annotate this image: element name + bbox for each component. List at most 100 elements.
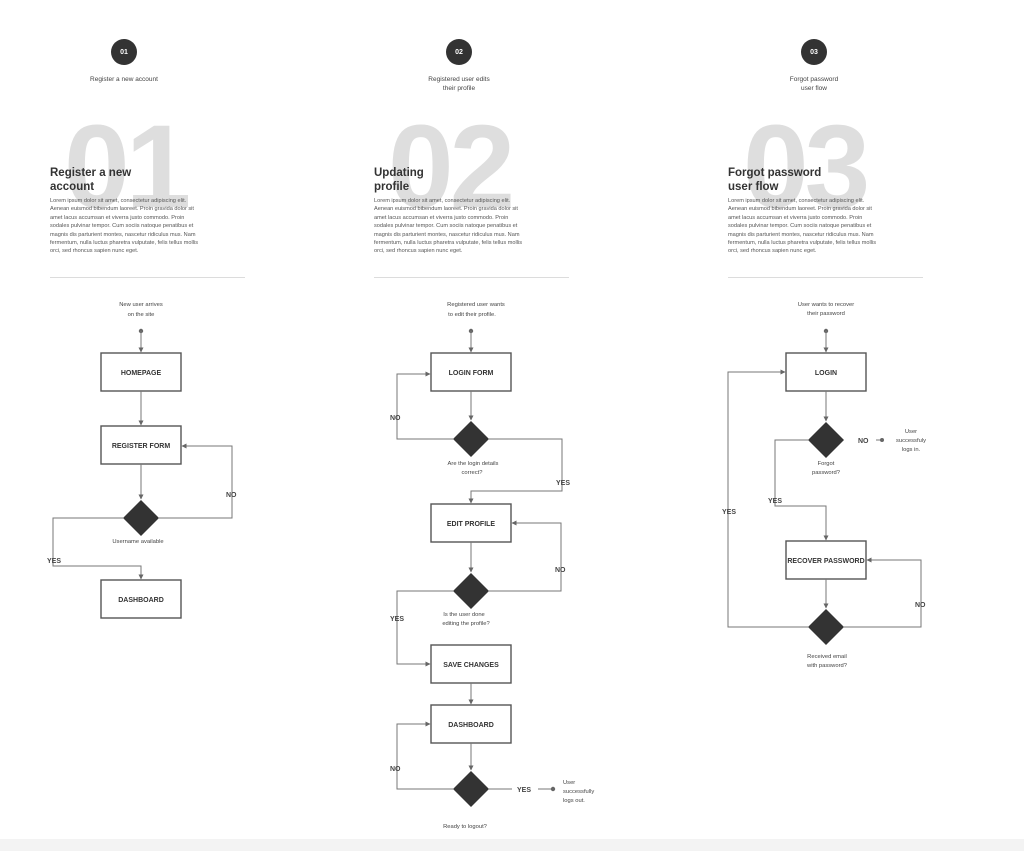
no-branch-line bbox=[396, 371, 453, 440]
big-number-02: 02 bbox=[388, 101, 515, 233]
yes-label: YES bbox=[556, 480, 570, 487]
yes-label: YES bbox=[517, 787, 531, 794]
divider-02 bbox=[374, 277, 569, 278]
no-branch-line bbox=[489, 520, 562, 592]
decision-diamond bbox=[453, 421, 489, 457]
no-label: NO bbox=[555, 567, 566, 574]
flow2-start-label-1: Registered user wants bbox=[447, 302, 505, 308]
no-label: NO bbox=[858, 438, 869, 445]
flow3-end-label-1: User bbox=[905, 429, 917, 435]
section-desc-01: Lorem ipsum dolor sit amet, consectetur … bbox=[50, 197, 240, 256]
desc-line: orci, sed rhoncus sapien nunc eget. bbox=[728, 248, 817, 255]
homepage-node-label: HOMEPAGE bbox=[121, 370, 162, 377]
section-title-03-line2: user flow bbox=[728, 181, 779, 193]
edit-profile-node-label: EDIT PROFILE bbox=[447, 521, 496, 528]
recover-password-node-label: RECOVER PASSWORD bbox=[787, 558, 864, 565]
section-title-03-line1: Forgot password bbox=[728, 167, 822, 179]
login-node-label: LOGIN bbox=[815, 370, 837, 377]
flow3-end-label-2: successfuly bbox=[896, 438, 926, 444]
decision-diamond bbox=[808, 422, 844, 458]
no-label: NO bbox=[390, 766, 401, 773]
step-label-02: Registered user edits their profile bbox=[399, 75, 519, 93]
edit-profile-node bbox=[430, 503, 512, 543]
flow2-end-label-3: logs out. bbox=[563, 798, 585, 804]
step-badge-03: 03 bbox=[801, 39, 827, 65]
desc-line: Lorem ipsum dolor sit amet, consectetur … bbox=[374, 198, 511, 204]
divider-01 bbox=[50, 277, 245, 278]
decision-diamond bbox=[123, 500, 159, 536]
flow2-decision3-label: Ready to logout? bbox=[443, 824, 488, 830]
flow3-decision2-label-2: with password? bbox=[806, 663, 848, 669]
step-label-03-line2: user flow bbox=[800, 85, 827, 92]
yes-label: YES bbox=[768, 498, 782, 505]
homepage-node bbox=[100, 352, 182, 392]
flow3-end-label-3: logs in. bbox=[902, 447, 921, 453]
flow3-decision1-label-1: Forgot bbox=[818, 461, 835, 467]
desc-line: Aenean euismod bibendum laoreet. Proin g… bbox=[374, 206, 518, 213]
flow2-decision2-label-1: Is the user done bbox=[443, 612, 485, 618]
no-label: NO bbox=[915, 602, 926, 609]
dashboard-node-label: DASHBOARD bbox=[118, 597, 164, 604]
register-form-node-label: REGISTER FORM bbox=[112, 443, 171, 450]
desc-line: sodales pulvinar tempor. Cum sociis nato… bbox=[50, 223, 194, 230]
no-label: NO bbox=[226, 492, 237, 499]
step-label-03: Forgot password user flow bbox=[754, 75, 874, 93]
desc-line: Lorem ipsum dolor sit amet, consectetur … bbox=[728, 198, 865, 204]
desc-line: magnis dis parturient montes, nascetur r… bbox=[728, 231, 874, 238]
section-title-01: Register a new account bbox=[50, 166, 131, 194]
desc-line: fermentum, nulla luctus pharetra vulputa… bbox=[374, 240, 522, 247]
section-title-02: Updating profile bbox=[374, 166, 424, 194]
step-badge-01: 01 bbox=[111, 39, 137, 65]
flow-update-profile: Registered user wants to edit their prof… bbox=[390, 302, 594, 830]
desc-line: Aenean euismod bibendum laoreet. Proin g… bbox=[50, 206, 194, 213]
desc-line: Lorem ipsum dolor sit amet, consectetur … bbox=[50, 198, 187, 204]
desc-line: fermentum, nulla luctus pharetra vulputa… bbox=[728, 240, 876, 247]
section-title-01-line2: account bbox=[50, 181, 95, 193]
desc-line: sodales pulvinar tempor. Cum sociis nato… bbox=[728, 223, 872, 230]
section-title-01-line1: Register a new bbox=[50, 167, 132, 179]
flow3-start-label-2: their password bbox=[807, 311, 845, 317]
no-branch-line bbox=[159, 443, 233, 519]
yes-label: YES bbox=[47, 558, 61, 565]
desc-line: orci, sed rhoncus sapien nunc eget. bbox=[50, 248, 139, 255]
step-label-01: Register a new account bbox=[90, 76, 158, 83]
yes-branch-line bbox=[396, 590, 453, 667]
yes-label: YES bbox=[390, 616, 404, 623]
section-title-02-line1: Updating bbox=[374, 167, 424, 179]
no-branch-line bbox=[844, 557, 922, 628]
divider-03 bbox=[728, 277, 923, 278]
desc-line: orci, sed rhoncus sapien nunc eget. bbox=[374, 248, 463, 255]
step-badge-02: 02 bbox=[446, 39, 472, 65]
desc-line: magnis dis parturient montes, nascetur r… bbox=[374, 231, 520, 238]
login-form-node-label: LOGIN FORM bbox=[449, 370, 494, 377]
desc-line: Aenean euismod bibendum laoreet. Proin g… bbox=[728, 206, 872, 213]
decision-diamond bbox=[453, 771, 489, 807]
flow3-start-label-1: User wants to recover bbox=[798, 302, 854, 308]
flow3-decision1-label-2: password? bbox=[812, 470, 841, 476]
yes-branch-line bbox=[727, 369, 808, 628]
end-dot bbox=[880, 438, 884, 442]
flow-forgot-password: User wants to recover their password LOG… bbox=[722, 302, 926, 669]
desc-line: sodales pulvinar tempor. Cum sociis nato… bbox=[374, 223, 518, 230]
no-branch-line bbox=[396, 721, 453, 790]
desc-line: amet lacus accumsan et viverra justo com… bbox=[728, 214, 863, 221]
login-node bbox=[785, 352, 867, 392]
desc-line: amet lacus accumsan et viverra justo com… bbox=[50, 214, 185, 221]
no-label: NO bbox=[390, 415, 401, 422]
end-dot bbox=[550, 786, 556, 792]
step-label-03-line1: Forgot password bbox=[789, 76, 839, 83]
page-bottom-strip bbox=[0, 839, 1024, 851]
yes-label: YES bbox=[722, 509, 736, 516]
flow1-start-label-2: on the site bbox=[128, 312, 155, 318]
yes-branch-line bbox=[774, 439, 829, 541]
decision-diamond bbox=[453, 573, 489, 609]
big-number-01: 01 bbox=[64, 101, 191, 233]
desc-line: fermentum, nulla luctus pharetra vulputa… bbox=[50, 240, 198, 247]
save-changes-node bbox=[430, 644, 512, 684]
section-desc-02: Lorem ipsum dolor sit amet, consectetur … bbox=[374, 197, 564, 256]
big-number-03: 03 bbox=[743, 101, 870, 233]
step-label-02-line1: Registered user edits bbox=[428, 76, 490, 83]
save-changes-node-label: SAVE CHANGES bbox=[443, 662, 499, 669]
section-title-03: Forgot password user flow bbox=[728, 166, 821, 194]
